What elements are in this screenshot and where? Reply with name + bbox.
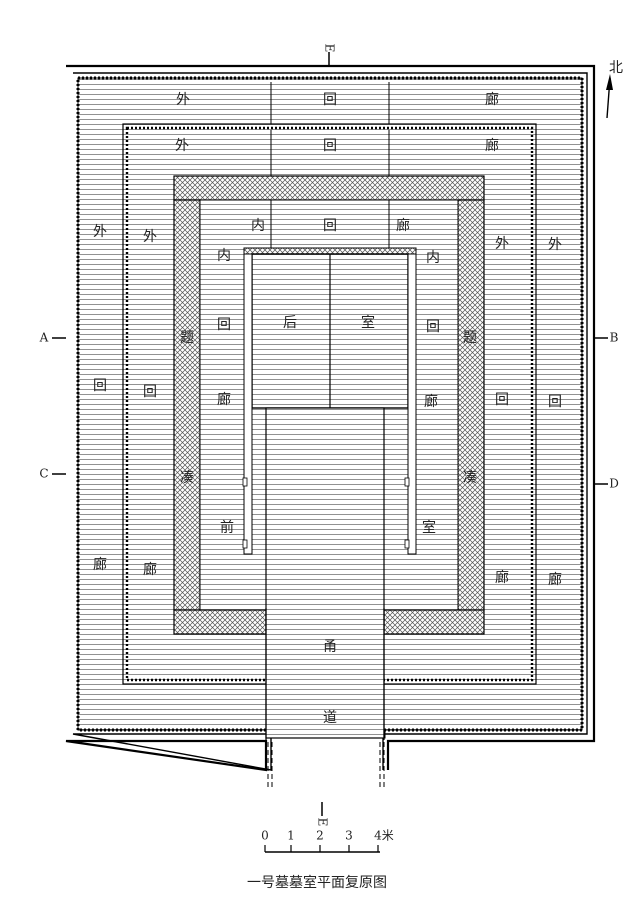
ticou-wall <box>173 175 485 635</box>
label-outer2-right-3: 廊 <box>495 569 509 586</box>
scale-tick-2: 2 <box>316 829 324 843</box>
region-labels: 外 回 廊 外 回 廊 内 回 廊 外 回 廊 外 回 廊 外 回 廊 外 回 … <box>93 91 562 726</box>
outer-north-boards <box>270 82 390 124</box>
scale-tick-0: 0 <box>261 829 269 843</box>
label-outer2-top-2: 回 <box>323 138 337 154</box>
label-inner-left-1: 内 <box>217 248 231 264</box>
label-outer2-right-2: 回 <box>495 392 509 408</box>
scale-bar: 0 1 2 3 4米 <box>261 829 394 853</box>
label-inner-top-2: 回 <box>323 218 337 234</box>
label-outer-right-1: 外 <box>548 237 562 253</box>
label-rear-2: 室 <box>361 314 375 331</box>
second-corridor-border <box>125 126 534 682</box>
label-inner-right-2: 回 <box>426 319 440 335</box>
label-outer2-left-3: 廊 <box>143 561 157 578</box>
label-ticou-left-1: 题 <box>180 330 194 346</box>
label-rear-1: 后 <box>283 315 297 331</box>
inner-north-boards <box>270 200 390 250</box>
label-outer-top-1: 外 <box>176 92 190 108</box>
outer-wall <box>65 64 596 772</box>
north-arrow: 北 <box>606 60 623 119</box>
label-inner-top-3: 廊 <box>396 217 410 234</box>
label-passage-1: 甬 <box>323 639 337 655</box>
label-outer2-top-1: 外 <box>175 138 189 154</box>
section-markers: A C B D E E <box>39 44 619 827</box>
label-outer-right-3: 廊 <box>548 571 562 588</box>
label-passage-2: 道 <box>323 710 337 726</box>
second-north-boards <box>270 130 390 176</box>
label-ticou-right-1: 题 <box>463 330 477 346</box>
label-front-2: 室 <box>422 519 436 536</box>
section-mark-c: C <box>39 467 48 481</box>
figure-caption: 一号墓墓室平面复原图 <box>247 874 387 891</box>
section-mark-a: A <box>39 331 49 345</box>
label-outer2-right-1: 外 <box>495 236 509 252</box>
label-inner-left-2: 回 <box>217 317 231 333</box>
label-outer-top-3: 廊 <box>485 91 499 108</box>
scale-tick-1: 1 <box>287 829 295 843</box>
rear-chamber <box>242 247 417 555</box>
label-inner-right-1: 内 <box>426 250 440 266</box>
section-mark-e-top: E <box>323 44 337 53</box>
scale-tick-4: 4米 <box>374 829 394 843</box>
section-mark-b: B <box>610 331 619 345</box>
label-outer2-left-1: 外 <box>143 229 157 245</box>
label-inner-top-1: 内 <box>251 218 265 234</box>
label-ticou-left-2: 凑 <box>180 469 194 486</box>
scale-tick-3: 3 <box>345 829 353 843</box>
section-mark-d: D <box>609 477 619 491</box>
label-outer-left-2: 回 <box>93 378 107 394</box>
label-outer2-left-2: 回 <box>143 384 157 400</box>
label-outer-right-2: 回 <box>548 394 562 410</box>
label-ticou-right-2: 凑 <box>463 469 477 486</box>
label-outer2-top-3: 廊 <box>485 137 499 154</box>
label-outer-top-2: 回 <box>323 92 337 108</box>
section-mark-e-bottom: E <box>316 818 330 827</box>
north-label: 北 <box>609 60 623 76</box>
label-front-1: 前 <box>220 519 234 536</box>
passage <box>265 407 385 790</box>
label-inner-left-3: 廊 <box>217 391 231 408</box>
label-inner-right-3: 廊 <box>424 393 438 410</box>
label-outer-left-3: 廊 <box>93 556 107 573</box>
label-outer-left-1: 外 <box>93 224 107 240</box>
